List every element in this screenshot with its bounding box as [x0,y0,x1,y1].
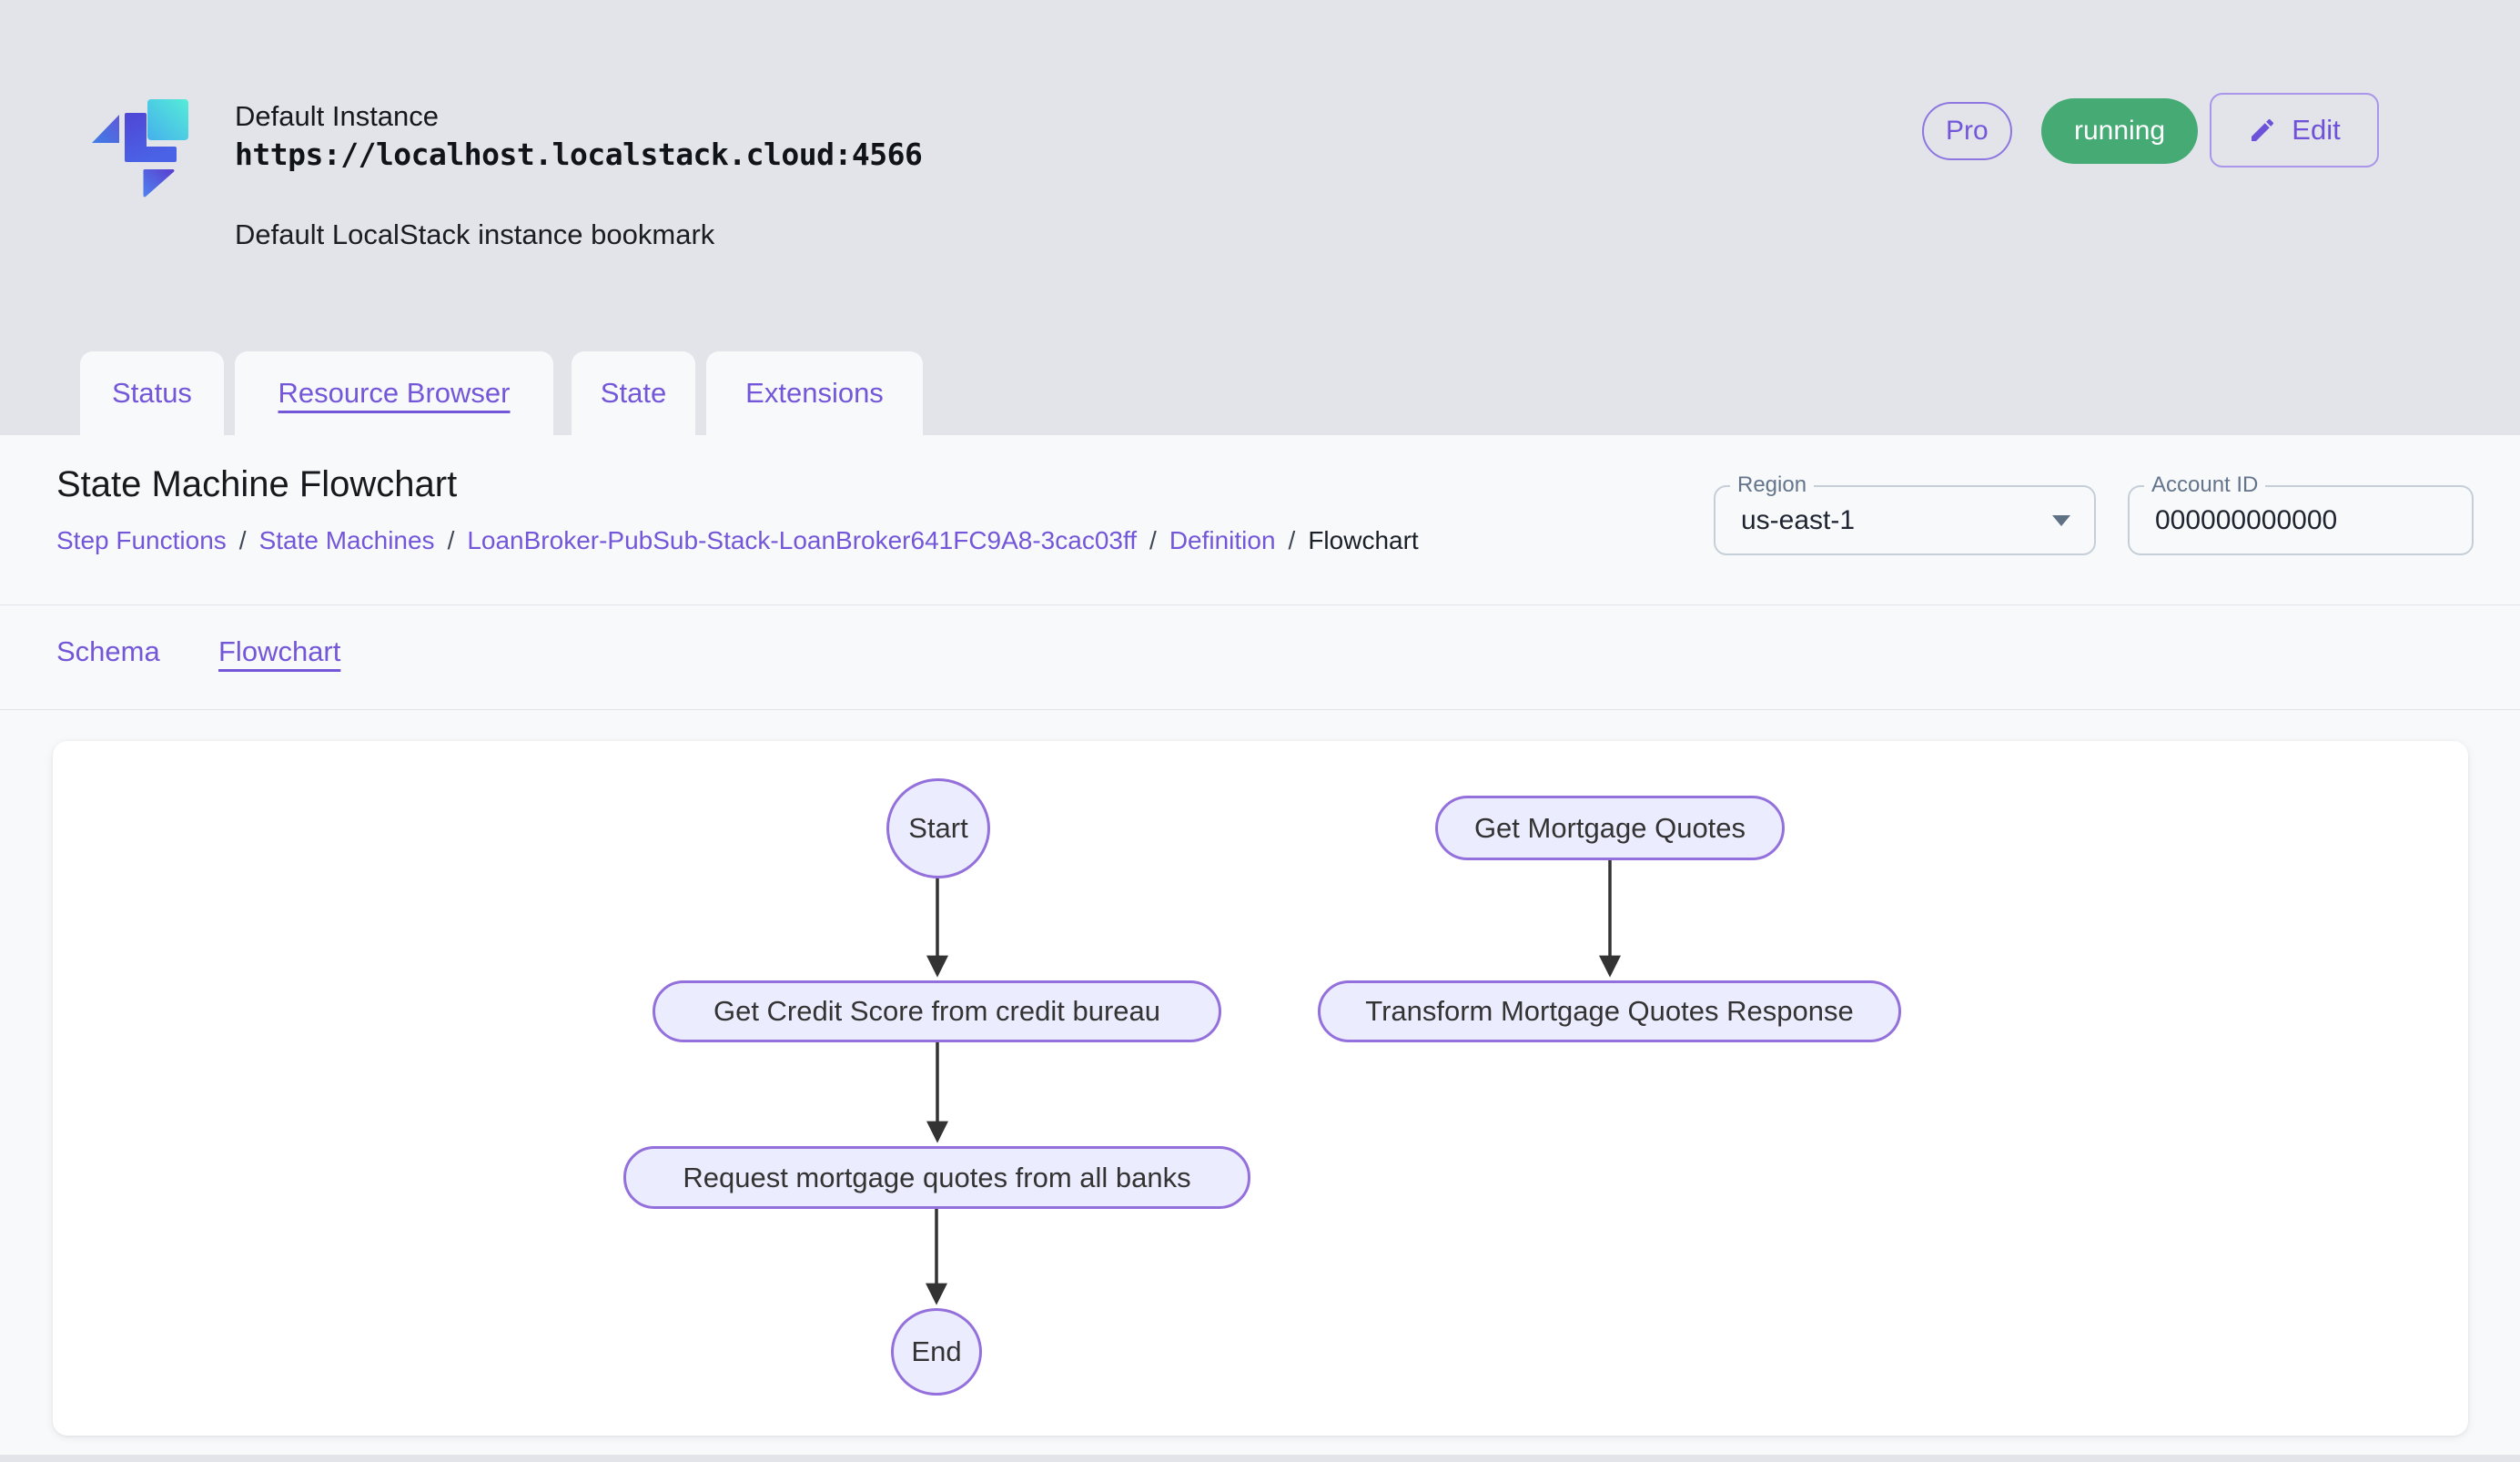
pro-badge: Pro [1922,102,2012,160]
flowchart-node-get-mortgage-quotes[interactable]: Get Mortgage Quotes [1435,796,1785,860]
tab-status[interactable]: Status [80,351,224,435]
subtab-flowchart[interactable]: Flowchart [218,635,341,667]
divider [0,604,2520,605]
page-title: State Machine Flowchart [56,464,458,504]
tab-resource-browser-label: Resource Browser [278,377,511,409]
status-badge: running [2041,98,2199,164]
localstack-logo-icon [92,99,188,198]
divider [0,709,2520,710]
status-badge-label: running [2074,116,2166,146]
node-start-label: Start [908,812,968,844]
breadcrumb-state-machine-name[interactable]: LoanBroker-PubSub-Stack-LoanBroker641FC9… [467,526,1138,554]
node-get-credit-score-label: Get Credit Score from credit bureau [713,995,1161,1027]
breadcrumb-separator: / [1149,526,1157,554]
tab-extensions[interactable]: Extensions [706,351,923,435]
breadcrumb-current-flowchart: Flowchart [1308,526,1419,554]
breadcrumb-separator: / [1288,526,1296,554]
breadcrumb-state-machines[interactable]: State Machines [258,526,435,554]
breadcrumb: Step Functions / State Machines / LoanBr… [56,526,1419,555]
tab-resource-browser[interactable]: Resource Browser [235,351,553,435]
tab-state[interactable]: State [572,351,695,435]
breadcrumb-separator: / [447,526,455,554]
node-end-label: End [911,1335,962,1367]
flowchart-node-get-credit-score[interactable]: Get Credit Score from credit bureau [653,980,1221,1042]
edit-button-label: Edit [2292,114,2341,146]
breadcrumb-step-functions[interactable]: Step Functions [56,526,227,554]
node-transform-response-label: Transform Mortgage Quotes Response [1365,995,1854,1027]
flowchart-node-end[interactable]: End [891,1308,982,1396]
subtab-schema[interactable]: Schema [56,635,160,667]
flowchart-node-request-quotes[interactable]: Request mortgage quotes from all banks [623,1146,1250,1209]
region-select-label: Region [1730,473,1815,497]
edit-button[interactable]: Edit [2210,93,2379,168]
region-select-value: us-east-1 [1741,504,1856,535]
node-get-mortgage-quotes-label: Get Mortgage Quotes [1473,811,1746,844]
flowchart-card: Start Get Mortgage Quotes Get Credit Sco… [53,741,2468,1436]
tab-extensions-label: Extensions [745,377,884,409]
flowchart-edges [926,860,1621,1305]
pencil-icon [2252,118,2274,141]
pro-badge-label: Pro [1946,116,1989,146]
instance-description: Default LocalStack instance bookmark [235,218,715,250]
node-request-quotes-label: Request mortgage quotes from all banks [683,1161,1191,1193]
account-id-field: Account ID [2128,473,2474,555]
account-id-input[interactable] [2130,487,2472,553]
instance-name: Default Instance [235,100,440,132]
account-id-label: Account ID [2144,473,2266,497]
tab-state-label: State [600,377,667,409]
bottom-edge [0,1455,2520,1462]
instance-url: https://localhost.localstack.cloud:4566 [235,137,923,172]
flowchart-node-transform-response[interactable]: Transform Mortgage Quotes Response [1318,980,1901,1042]
breadcrumb-definition[interactable]: Definition [1169,526,1276,554]
flowchart-node-start[interactable]: Start [886,778,990,878]
tab-status-label: Status [112,377,192,409]
breadcrumb-separator: / [238,526,247,554]
region-select[interactable]: Region us-east-1 [1714,473,2096,555]
chevron-down-icon [2052,514,2070,526]
